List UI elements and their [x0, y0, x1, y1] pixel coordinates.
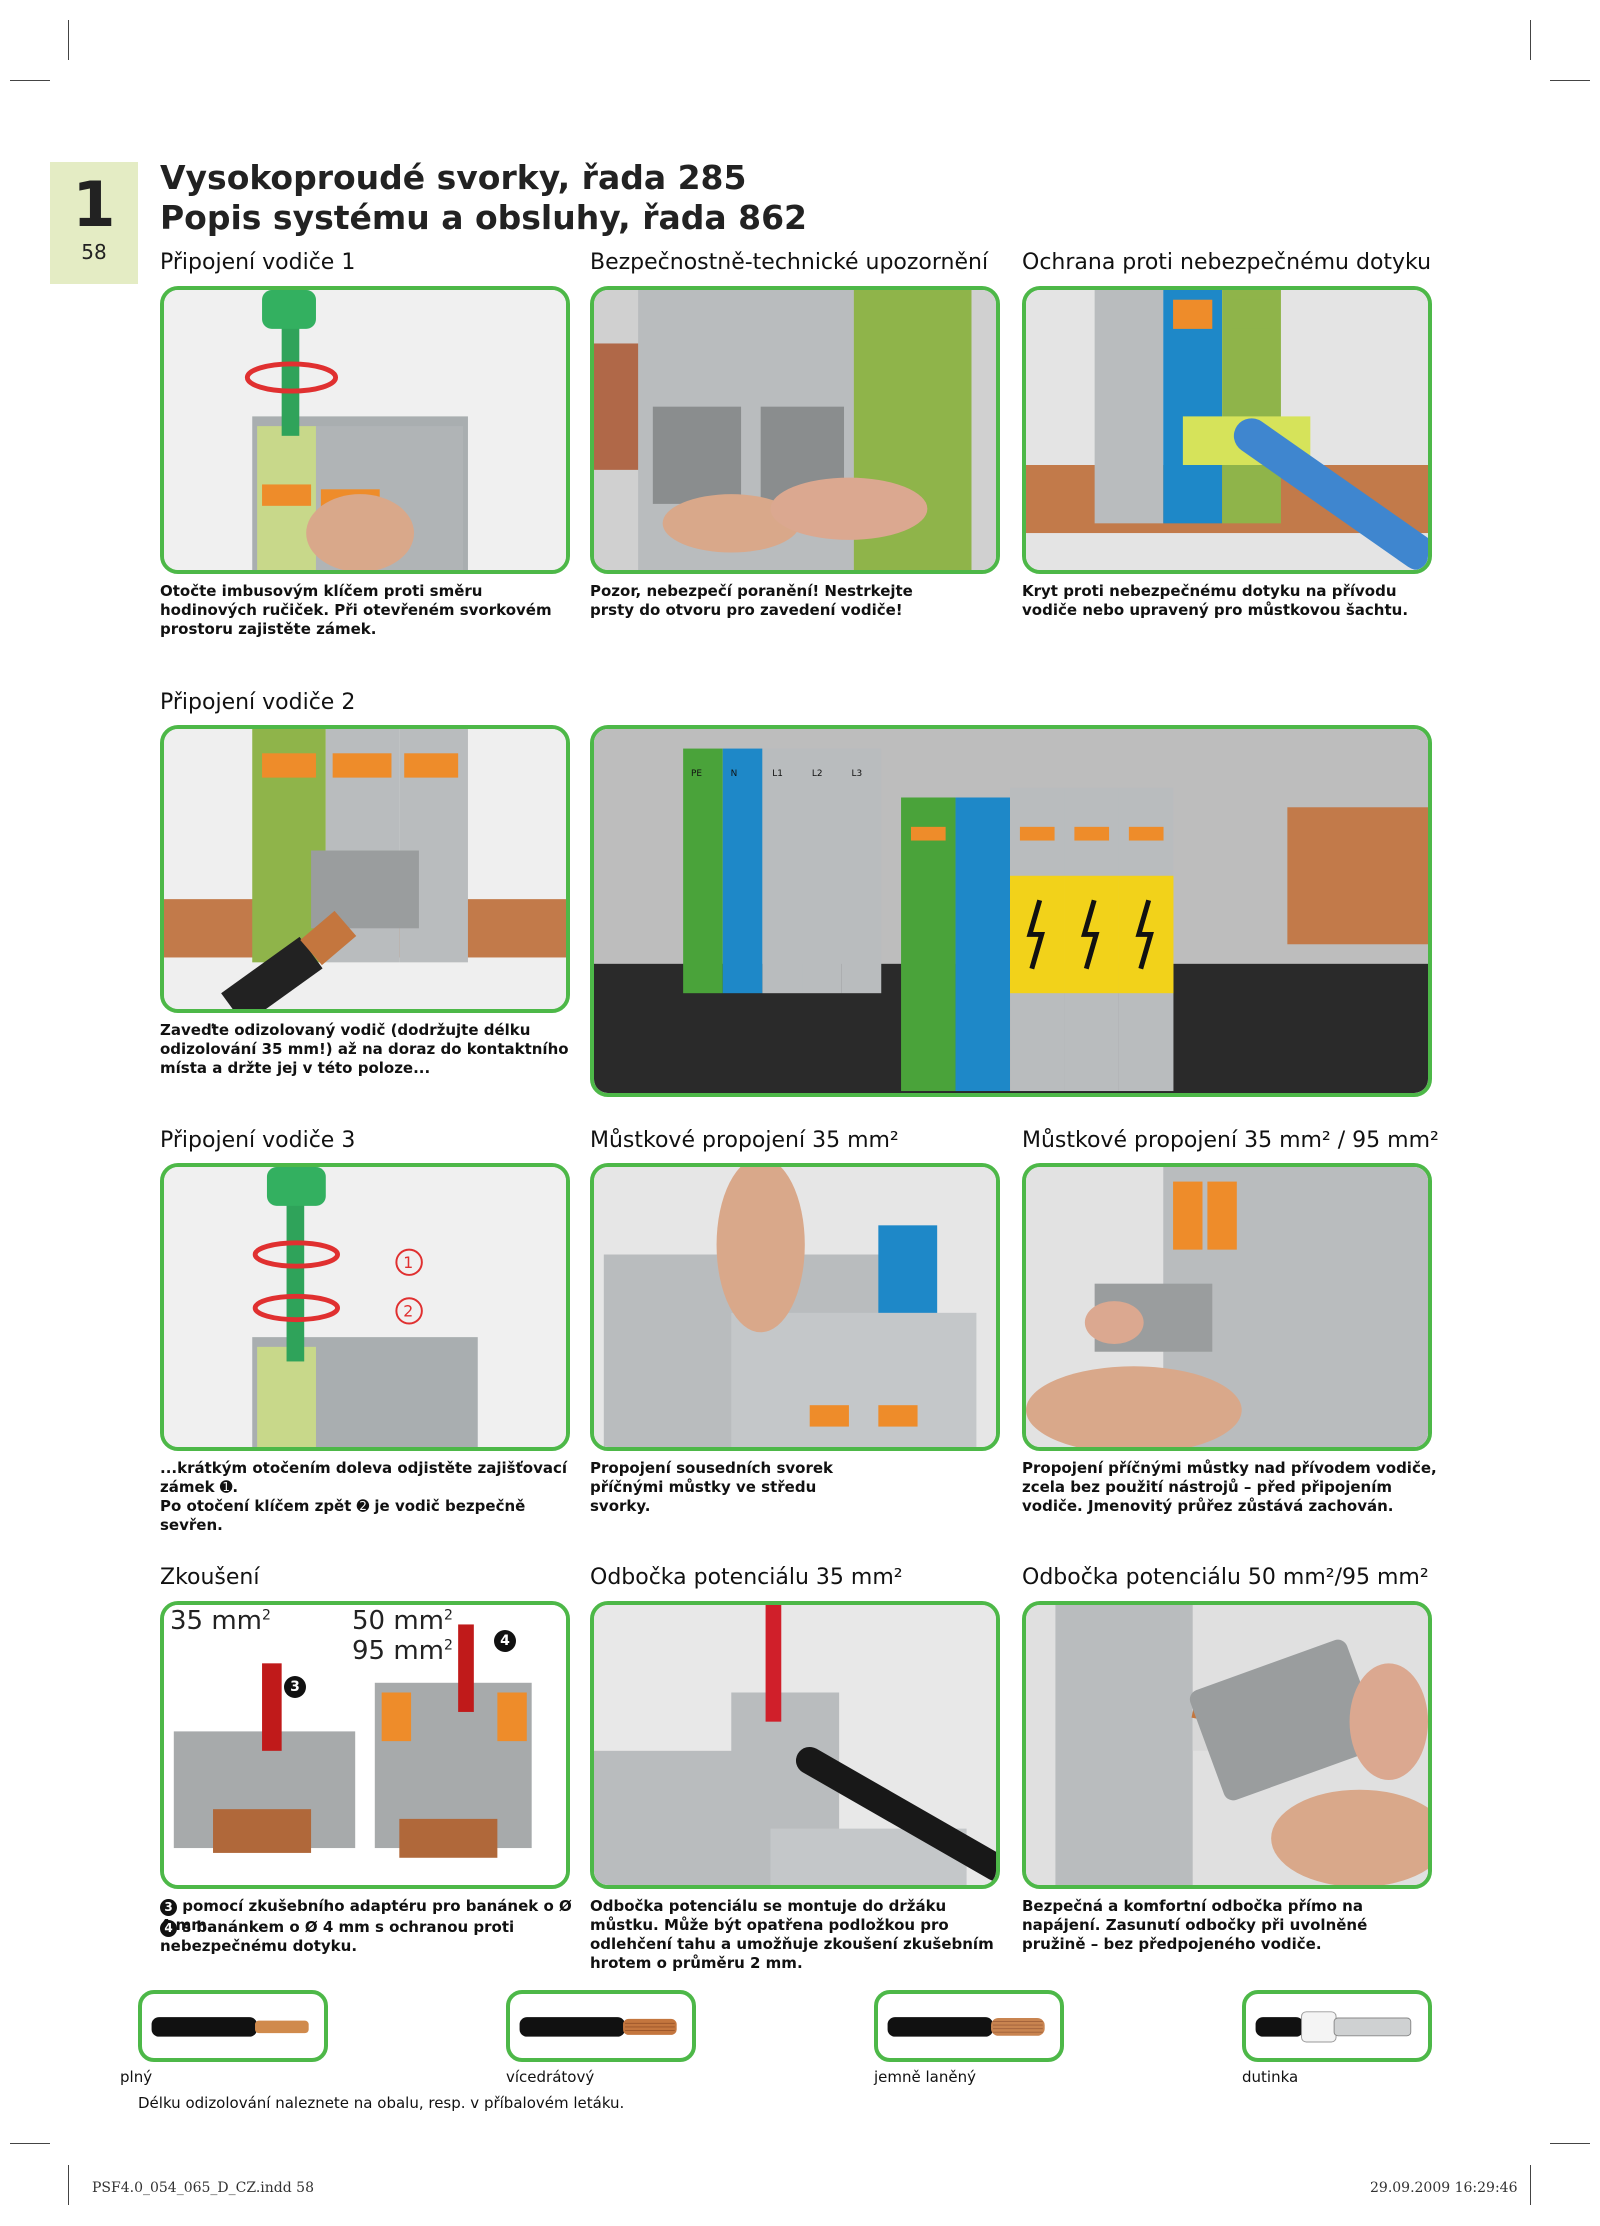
section-heading: Můstkové propojení 35 mm² — [590, 1128, 899, 1153]
photo-hex-key-unlock — [160, 286, 570, 574]
wire-label: vícedrátový — [506, 2068, 595, 2086]
section-heading: Odbočka potenciálu 50 mm²/95 mm² — [1022, 1565, 1429, 1590]
page-subtitle: Popis systému a obsluhy, řada 862 — [160, 198, 808, 237]
caption: Po otočení klíčem zpět ➋ je vodič bezpeč… — [160, 1497, 526, 1534]
label-50mm: 50 mm2 — [352, 1606, 453, 1636]
wire-label: dutinka — [1242, 2068, 1299, 2086]
terminal-label-pe: PE — [691, 769, 702, 779]
slug-right: 29.09.2009 16:29:46 — [1370, 2180, 1518, 2196]
terminal-label-l2: L2 — [812, 769, 823, 779]
caption: Pozor, nebezpečí poranění! Nestrkejte pr… — [590, 582, 913, 619]
caption: Otočte imbusovým klíčem proti směru hodi… — [160, 582, 552, 638]
photo-touch-protection — [1022, 286, 1432, 574]
section-heading: Připojení vodiče 2 — [160, 690, 356, 715]
photo-terminal-assembly: PE N L1 L2 L3 — [590, 725, 1432, 1097]
photo-bridge-35 — [590, 1163, 1000, 1451]
crop-mark — [68, 20, 69, 60]
terminal-label-l3: L3 — [852, 769, 863, 779]
section-heading: Připojení vodiče 1 — [160, 250, 356, 275]
chapter-tab: 1 58 — [50, 162, 138, 284]
wire-label: plný — [120, 2068, 153, 2086]
caption: ...krátkým otočením doleva odjistěte zaj… — [160, 1459, 567, 1496]
slug-left: PSF4.0_054_065_D_CZ.indd 58 — [92, 2180, 314, 2196]
crop-mark — [10, 80, 50, 81]
marker-4: 4 — [494, 1630, 516, 1652]
photo-potential-tap-95 — [1022, 1601, 1432, 1889]
page-title: Vysokoproudé svorky, řada 285 — [160, 158, 747, 197]
wire-solid — [138, 1990, 328, 2062]
label-95mm: 95 mm2 — [352, 1636, 453, 1666]
wire-fine-stranded — [874, 1990, 1064, 2062]
caption: Odbočka potenciálu se montuje do držáku … — [590, 1897, 994, 1972]
photo-insert-conductor — [160, 725, 570, 1013]
label-35mm: 35 mm2 — [170, 1606, 271, 1636]
crop-mark — [1550, 80, 1590, 81]
caption: Propojení příčnými můstky nad přívodem v… — [1022, 1459, 1437, 1515]
terminal-label-l1: L1 — [772, 769, 783, 779]
photo-hex-key-lock: 1 2 — [160, 1163, 570, 1451]
section-heading: Můstkové propojení 35 mm² / 95 mm² — [1022, 1128, 1439, 1153]
marker-3: 3 — [284, 1676, 306, 1698]
marker-3-inline: 3 — [160, 1899, 177, 1916]
wire-ferrule — [1242, 1990, 1432, 2062]
caption: 4 s banánkem o Ø 4 mm s ochranou proti n… — [160, 1918, 515, 1955]
section-heading: Bezpečnostně-technické upozornění — [590, 250, 989, 275]
crop-mark — [1550, 2143, 1590, 2144]
chapter-number: 1 — [72, 168, 116, 241]
photo-bridge-95 — [1022, 1163, 1432, 1451]
wire-stranded — [506, 1990, 696, 2062]
section-heading: Zkoušení — [160, 1565, 260, 1590]
svg-text:1: 1 — [403, 1254, 413, 1272]
caption: Kryt proti nebezpečnému dotyku na přívod… — [1022, 582, 1409, 619]
photo-finger-warning — [590, 286, 1000, 574]
section-heading: Ochrana proti nebezpečnému dotyku — [1022, 250, 1432, 275]
crop-mark — [1530, 20, 1531, 60]
footnote: Délku odizolování naleznete na obalu, re… — [138, 2094, 625, 2112]
marker-4-inline: 4 — [160, 1920, 177, 1937]
section-heading: Připojení vodiče 3 — [160, 1128, 356, 1153]
caption: Zaveďte odizolovaný vodič (dodržujte dél… — [160, 1021, 569, 1077]
terminal-label-n: N — [731, 769, 738, 779]
crop-mark — [68, 2165, 69, 2205]
photo-potential-tap-35 — [590, 1601, 1000, 1889]
crop-mark — [10, 2143, 50, 2144]
crop-mark — [1530, 2165, 1531, 2205]
svg-text:2: 2 — [403, 1303, 413, 1321]
section-heading: Odbočka potenciálu 35 mm² — [590, 1565, 903, 1590]
caption: Propojení sousedních svorek příčnými můs… — [590, 1459, 834, 1515]
wire-label: jemně laněný — [874, 2068, 976, 2086]
page-number: 58 — [81, 240, 107, 264]
caption: Bezpečná a komfortní odbočka přímo na na… — [1022, 1897, 1368, 1953]
